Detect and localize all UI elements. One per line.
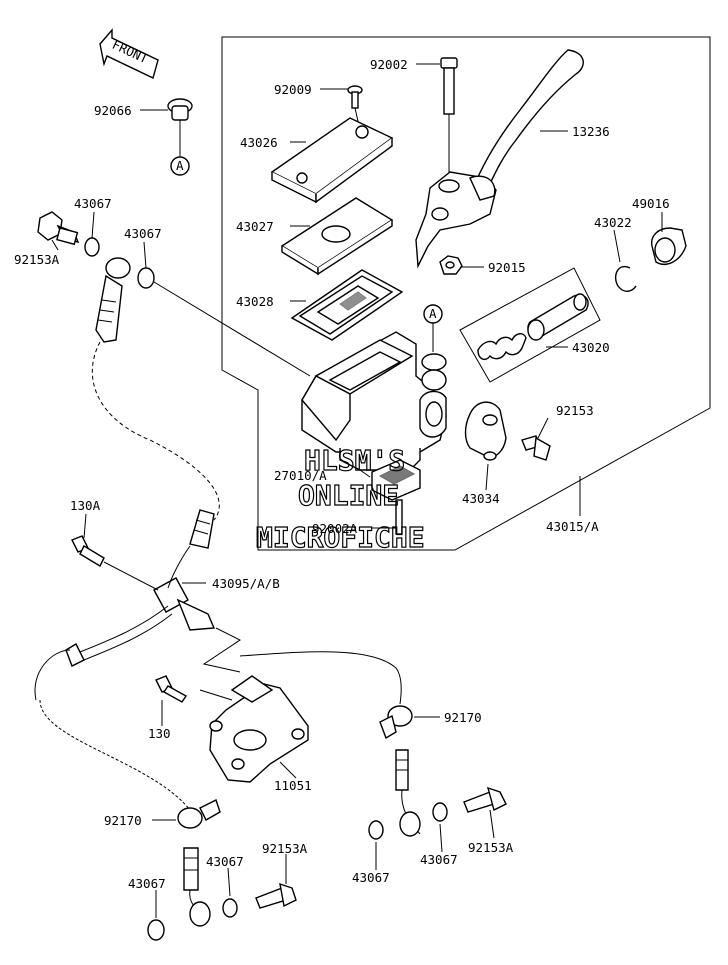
part-43026-cap bbox=[270, 117, 394, 204]
label-92170-left: 92170 bbox=[104, 813, 142, 828]
part-92153a-left-bolt bbox=[255, 882, 297, 909]
label-92066: 92066 bbox=[94, 103, 132, 118]
callout-a-1: A bbox=[176, 158, 184, 173]
front-arrow-icon: FRONT bbox=[99, 28, 159, 79]
part-92170-right-fitting bbox=[379, 705, 421, 837]
part-49016-boot bbox=[651, 227, 687, 265]
label-43027: 43027 bbox=[236, 219, 274, 234]
part-92153a-top-bolt bbox=[37, 211, 80, 246]
label-43020: 43020 bbox=[572, 340, 610, 355]
watermark-line-1: HLSM'S bbox=[304, 444, 405, 477]
label-92153a-right: 92153A bbox=[468, 840, 514, 855]
part-92015-nut bbox=[439, 255, 463, 275]
part-92153a-right-bolt bbox=[463, 786, 507, 813]
part-hose-upper-fitting bbox=[95, 257, 131, 343]
label-43095: 43095/A/B bbox=[212, 576, 280, 591]
part-27010-switch bbox=[371, 459, 421, 535]
label-13236: 13236 bbox=[572, 124, 610, 139]
part-130-bolt bbox=[155, 675, 188, 703]
part-43034-clamp bbox=[464, 401, 507, 461]
label-43067-top: 43067 bbox=[74, 196, 112, 211]
label-130a: 130A bbox=[70, 498, 101, 513]
label-92153: 92153 bbox=[556, 403, 594, 418]
assembly-outline bbox=[221, 36, 711, 551]
watermark-line-2: ONLINE bbox=[298, 479, 399, 512]
label-27010a: 27010/A bbox=[274, 468, 327, 483]
label-43067-left-1: 43067 bbox=[206, 854, 244, 869]
part-92153-bolt bbox=[521, 435, 551, 461]
part-92002-bolt bbox=[440, 57, 458, 178]
part-43028-diaphragm bbox=[290, 269, 404, 341]
label-11051: 11051 bbox=[274, 778, 312, 793]
watermark-line-3: MICROFICHE bbox=[256, 521, 425, 554]
label-43015a: 43015/A bbox=[546, 519, 599, 534]
part-43067-left-washer-1 bbox=[147, 919, 165, 941]
brake-hose-line bbox=[91, 341, 220, 521]
part-43067-right-washer-1 bbox=[368, 820, 384, 840]
label-92015: 92015 bbox=[488, 260, 526, 275]
label-43067-mid: 43067 bbox=[124, 226, 162, 241]
part-11051-bracket bbox=[199, 675, 309, 783]
label-43067-left-2: 43067 bbox=[128, 876, 166, 891]
label-43022: 43022 bbox=[594, 215, 632, 230]
part-43067-washer-mid bbox=[137, 267, 155, 289]
part-43027-plate bbox=[280, 197, 394, 276]
label-92170-right: 92170 bbox=[444, 710, 482, 725]
part-43067-left-washer-2 bbox=[222, 898, 238, 918]
part-master-cylinder-body bbox=[301, 331, 447, 471]
label-43067-right-2: 43067 bbox=[420, 852, 458, 867]
callout-a-2: A bbox=[429, 306, 437, 321]
part-92170-left-fitting bbox=[177, 799, 221, 927]
label-92153a-top: 92153A bbox=[14, 252, 60, 267]
part-92066 bbox=[167, 98, 193, 176]
label-130: 130 bbox=[148, 726, 171, 741]
part-43022-circlip bbox=[614, 265, 637, 292]
part-43067-right-washer-2 bbox=[432, 802, 448, 822]
label-43067-right-1: 43067 bbox=[352, 870, 390, 885]
part-130a-bolt bbox=[71, 535, 159, 591]
part-43095-joint bbox=[65, 509, 216, 667]
part-13236-lever bbox=[415, 49, 584, 269]
leader-lines bbox=[51, 63, 663, 918]
label-43034: 43034 bbox=[462, 491, 500, 506]
part-43067-washer-top bbox=[84, 237, 100, 257]
label-49016: 49016 bbox=[632, 196, 670, 211]
label-92153a-left: 92153A bbox=[262, 841, 308, 856]
label-92002a: 92002A bbox=[312, 521, 358, 536]
label-43026: 43026 bbox=[240, 135, 278, 150]
part-43020-piston bbox=[459, 267, 601, 383]
label-92002: 92002 bbox=[370, 57, 408, 72]
label-43028: 43028 bbox=[236, 294, 274, 309]
label-92009: 92009 bbox=[274, 82, 312, 97]
